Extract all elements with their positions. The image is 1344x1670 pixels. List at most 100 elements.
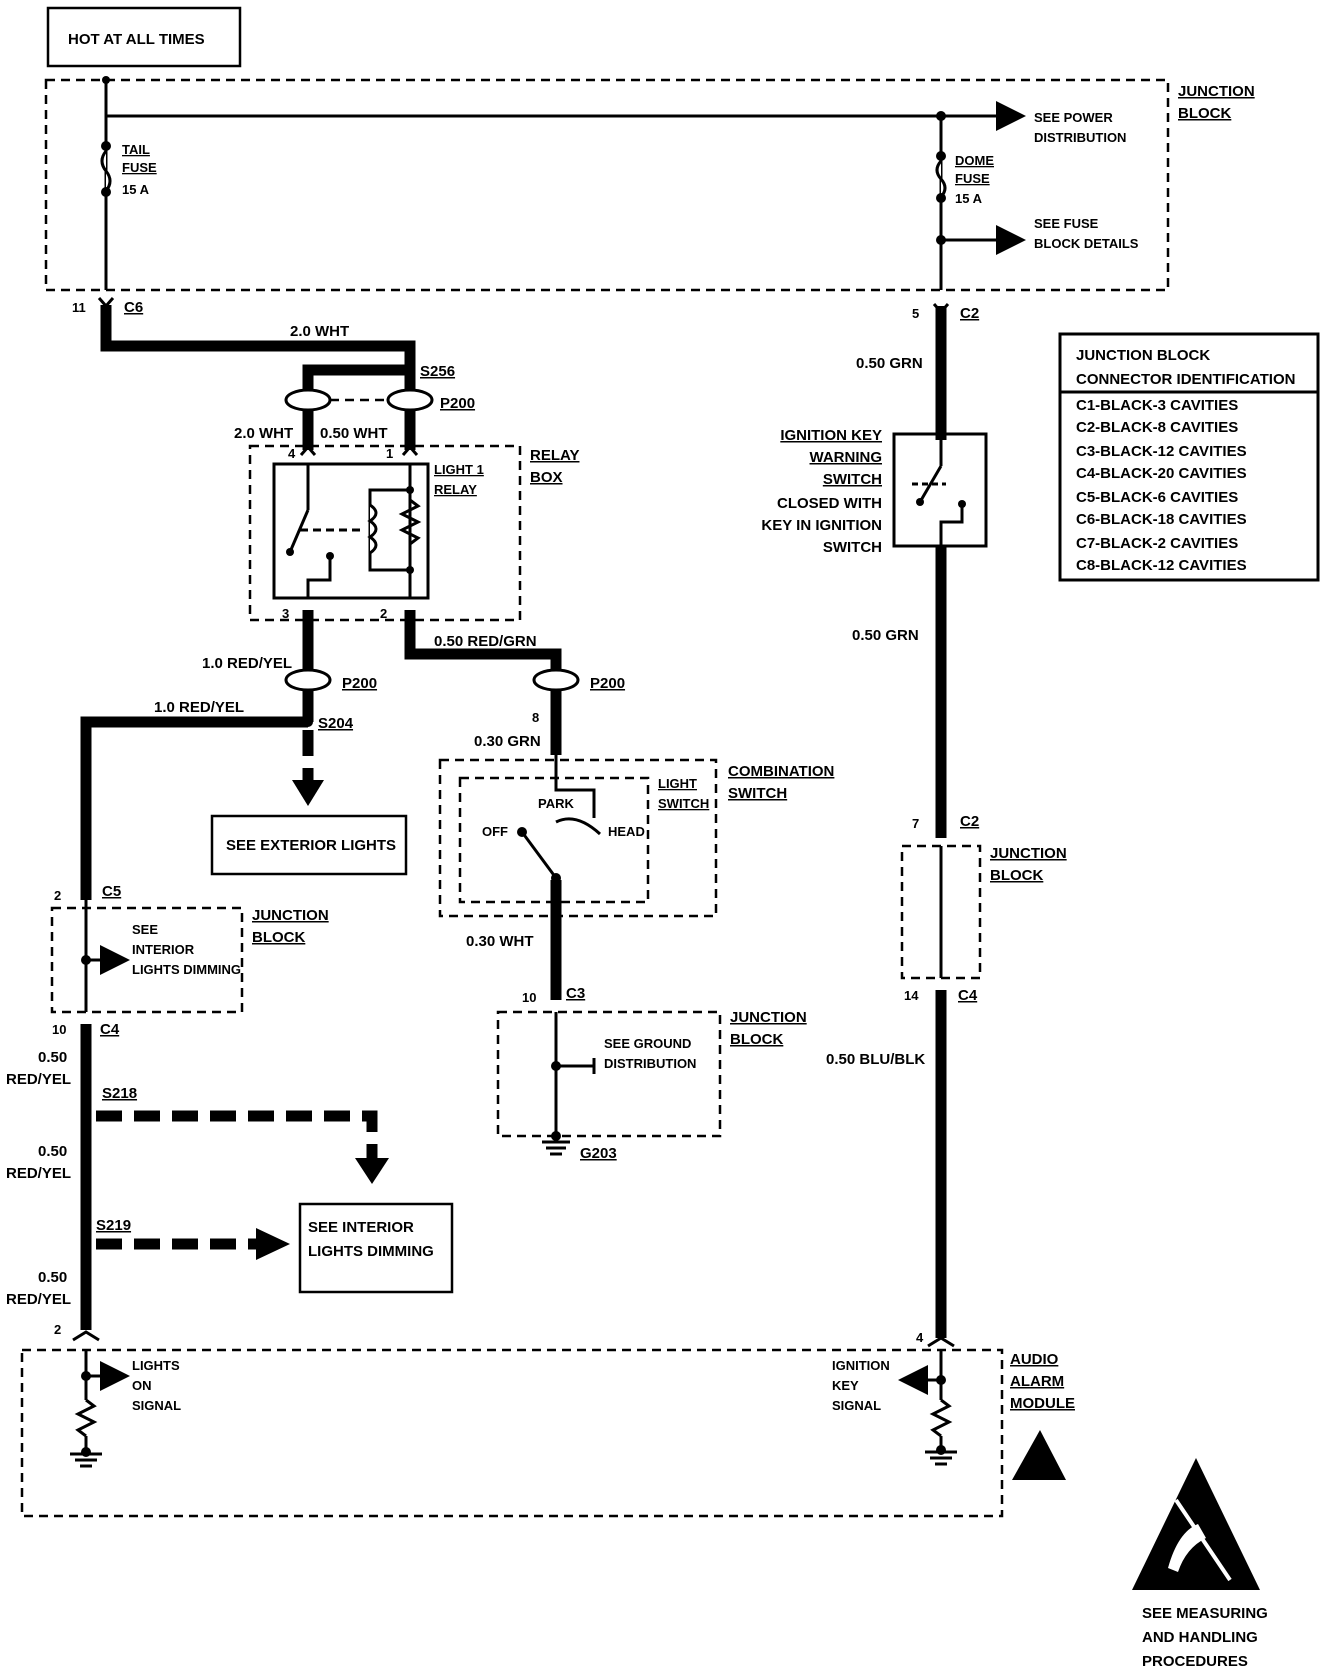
svg-text:LIGHT: LIGHT	[658, 776, 697, 791]
svg-text:0.50 BLU/BLK: 0.50 BLU/BLK	[826, 1051, 925, 1068]
ground-icon	[542, 1140, 570, 1156]
svg-text:C2: C2	[960, 305, 979, 322]
svg-text:KEY: KEY	[832, 1378, 859, 1393]
p200-connector-mid: P200 P200	[284, 668, 625, 692]
svg-text:DOME: DOME	[955, 153, 994, 168]
svg-text:JUNCTION: JUNCTION	[252, 907, 329, 924]
ground-icon	[925, 1450, 957, 1466]
svg-text:2: 2	[54, 888, 61, 903]
svg-text:C4: C4	[100, 1021, 120, 1038]
svg-text:S219: S219	[96, 1217, 131, 1234]
ignition-key-warning-switch	[892, 432, 988, 548]
svg-text:14: 14	[904, 988, 919, 1003]
svg-text:C3-BLACK-12 CAVITIES: C3-BLACK-12 CAVITIES	[1076, 443, 1247, 460]
svg-text:0.50 GRN: 0.50 GRN	[856, 355, 923, 372]
svg-text:LIGHTS DIMMING: LIGHTS DIMMING	[132, 962, 241, 977]
svg-text:1.0 RED/YEL: 1.0 RED/YEL	[154, 699, 244, 716]
svg-text:SIGNAL: SIGNAL	[832, 1398, 881, 1413]
svg-text:15 A: 15 A	[122, 182, 150, 197]
audio-alarm-module: AUDIO ALARM MODULE LIGHTS ON SIGNAL IGNI…	[20, 1330, 1075, 1518]
svg-text:2: 2	[54, 1322, 61, 1337]
junction-block-top: JUNCTION BLOCK TAIL FUSE 15 A DOME FUSE …	[44, 76, 1255, 322]
svg-text:BLOCK DETAILS: BLOCK DETAILS	[1034, 236, 1139, 251]
svg-text:LIGHT 1: LIGHT 1	[434, 462, 484, 477]
svg-text:FUSE: FUSE	[955, 171, 990, 186]
svg-text:S218: S218	[102, 1085, 137, 1102]
connector-id-table: JUNCTION BLOCK CONNECTOR IDENTIFICATION …	[1058, 332, 1320, 582]
svg-text:P200: P200	[440, 395, 475, 412]
arrow-right-icon	[256, 1228, 290, 1260]
svg-text:2.0 WHT: 2.0 WHT	[290, 323, 349, 340]
svg-text:C7-BLACK-2 CAVITIES: C7-BLACK-2 CAVITIES	[1076, 535, 1238, 552]
svg-text:IGNITION: IGNITION	[832, 1358, 890, 1373]
wire-2-0-wht	[100, 305, 416, 370]
svg-text:TAIL: TAIL	[122, 142, 150, 157]
svg-text:HOT AT ALL TIMES: HOT AT ALL TIMES	[68, 31, 205, 48]
relay-box: RELAY BOX LIGHT 1 RELAY 4 1 3 2	[248, 444, 579, 622]
svg-text:RELAY: RELAY	[434, 482, 477, 497]
p200-connector-top: P200	[284, 388, 475, 412]
svg-text:SWITCH: SWITCH	[823, 539, 882, 556]
svg-text:C2-BLACK-8 CAVITIES: C2-BLACK-8 CAVITIES	[1076, 419, 1238, 436]
svg-text:7: 7	[912, 816, 919, 831]
svg-text:C5-BLACK-6 CAVITIES: C5-BLACK-6 CAVITIES	[1076, 489, 1238, 506]
svg-text:1.0 RED/YEL: 1.0 RED/YEL	[202, 655, 292, 672]
svg-text:SEE POWER: SEE POWER	[1034, 110, 1113, 125]
svg-text:JUNCTION: JUNCTION	[1178, 83, 1255, 100]
svg-text:2.0 WHT: 2.0 WHT	[234, 425, 293, 442]
svg-text:BLOCK: BLOCK	[990, 867, 1043, 884]
svg-text:OFF: OFF	[482, 824, 508, 839]
svg-text:C3: C3	[566, 985, 585, 1002]
svg-text:C4: C4	[958, 987, 978, 1004]
svg-text:CONNECTOR IDENTIFICATION: CONNECTOR IDENTIFICATION	[1076, 371, 1295, 388]
svg-text:PROCEDURES: PROCEDURES	[1142, 1653, 1248, 1670]
svg-text:COMBINATION: COMBINATION	[728, 763, 834, 780]
svg-text:S204: S204	[318, 715, 354, 732]
svg-text:DISTRIBUTION: DISTRIBUTION	[1034, 130, 1126, 145]
svg-text:ON: ON	[132, 1378, 152, 1393]
svg-text:C1-BLACK-3 CAVITIES: C1-BLACK-3 CAVITIES	[1076, 397, 1238, 414]
svg-text:MODULE: MODULE	[1010, 1395, 1075, 1412]
svg-text:C4-BLACK-20 CAVITIES: C4-BLACK-20 CAVITIES	[1076, 465, 1247, 482]
svg-text:0.50: 0.50	[38, 1143, 67, 1160]
arrow-down-icon	[355, 1158, 389, 1184]
connector-carets	[97, 297, 950, 315]
svg-text:0.50: 0.50	[38, 1049, 67, 1066]
svg-text:RED/YEL: RED/YEL	[6, 1071, 71, 1088]
svg-text:FUSE: FUSE	[122, 160, 157, 175]
svg-text:BLOCK: BLOCK	[252, 929, 305, 946]
svg-text:RED/YEL: RED/YEL	[6, 1291, 71, 1308]
svg-text:WARNING: WARNING	[810, 449, 883, 466]
see-exterior-lights-box: SEE EXTERIOR LIGHTS	[210, 814, 408, 876]
svg-text:4: 4	[288, 446, 296, 461]
svg-text:HEAD: HEAD	[608, 824, 645, 839]
svg-text:SWITCH: SWITCH	[823, 471, 882, 488]
ground-icon	[70, 1452, 102, 1468]
svg-text:2: 2	[380, 606, 387, 621]
svg-text:LIGHTS DIMMING: LIGHTS DIMMING	[308, 1243, 434, 1260]
see-interior-lights-box: SEE INTERIOR LIGHTS DIMMING	[298, 1202, 454, 1294]
junction-block-c2: JUNCTION BLOCK	[900, 844, 1067, 980]
svg-text:SEE GROUND: SEE GROUND	[604, 1036, 691, 1051]
svg-text:10: 10	[522, 990, 536, 1005]
esd-warning-icon-small	[1012, 1430, 1066, 1480]
svg-text:LIGHTS: LIGHTS	[132, 1358, 180, 1373]
svg-text:CLOSED WITH: CLOSED WITH	[777, 495, 882, 512]
svg-text:15 A: 15 A	[955, 191, 983, 206]
svg-text:C8-BLACK-12 CAVITIES: C8-BLACK-12 CAVITIES	[1076, 557, 1247, 574]
dome-fuse-icon	[935, 151, 947, 203]
svg-text:0.50 GRN: 0.50 GRN	[852, 627, 919, 644]
esd-warning-icon	[1132, 1458, 1260, 1590]
svg-text:8: 8	[532, 710, 539, 725]
svg-text:KEY IN IGNITION: KEY IN IGNITION	[761, 517, 882, 534]
svg-text:1: 1	[386, 446, 393, 461]
svg-text:SEE MEASURING: SEE MEASURING	[1142, 1605, 1268, 1622]
svg-text:11: 11	[72, 300, 86, 315]
svg-text:C6: C6	[124, 299, 143, 316]
tail-fuse-icon	[100, 141, 112, 197]
svg-text:ALARM: ALARM	[1010, 1373, 1064, 1390]
svg-text:SEE EXTERIOR LIGHTS: SEE EXTERIOR LIGHTS	[226, 837, 396, 854]
svg-text:C6-BLACK-18 CAVITIES: C6-BLACK-18 CAVITIES	[1076, 511, 1247, 528]
svg-text:4: 4	[916, 1330, 924, 1345]
